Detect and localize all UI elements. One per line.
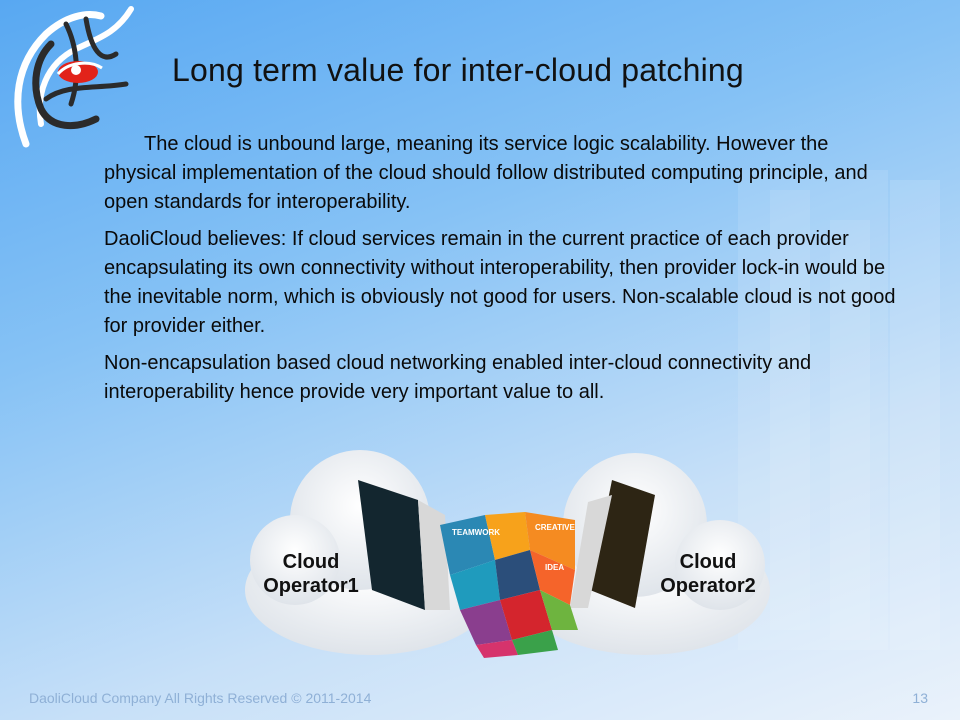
- footer-copyright: DaoliCloud Company All Rights Reserved ©…: [29, 690, 372, 706]
- page-number: 13: [912, 690, 928, 706]
- left-cloud-label: Cloud Operator1: [256, 550, 366, 598]
- handshake-puzzle-icon: TEAMWORK CREATIVE IDEA: [245, 450, 770, 658]
- company-logo-icon: [14, 6, 134, 148]
- puzzle-label-teamwork: TEAMWORK: [452, 528, 500, 537]
- puzzle-label-idea: IDEA: [545, 563, 564, 572]
- left-cloud-label-line2: Operator1: [263, 575, 359, 597]
- right-cloud-label-line2: Operator2: [660, 575, 756, 597]
- paragraph-1: The cloud is unbound large, meaning its …: [104, 133, 868, 213]
- paragraph-2: DaoliCloud believes: If cloud services r…: [104, 228, 896, 337]
- right-cloud-label: Cloud Operator2: [652, 550, 764, 598]
- puzzle-label-creative: CREATIVE: [535, 523, 576, 532]
- left-cloud-label-line1: Cloud: [282, 551, 340, 573]
- right-cloud-label-line1: Cloud: [679, 551, 737, 573]
- paragraph-3: Non-encapsulation based cloud networking…: [104, 352, 812, 403]
- slide-body: The cloud is unbound large, meaning its …: [104, 130, 904, 415]
- slide-title: Long term value for inter-cloud patching: [172, 52, 744, 88]
